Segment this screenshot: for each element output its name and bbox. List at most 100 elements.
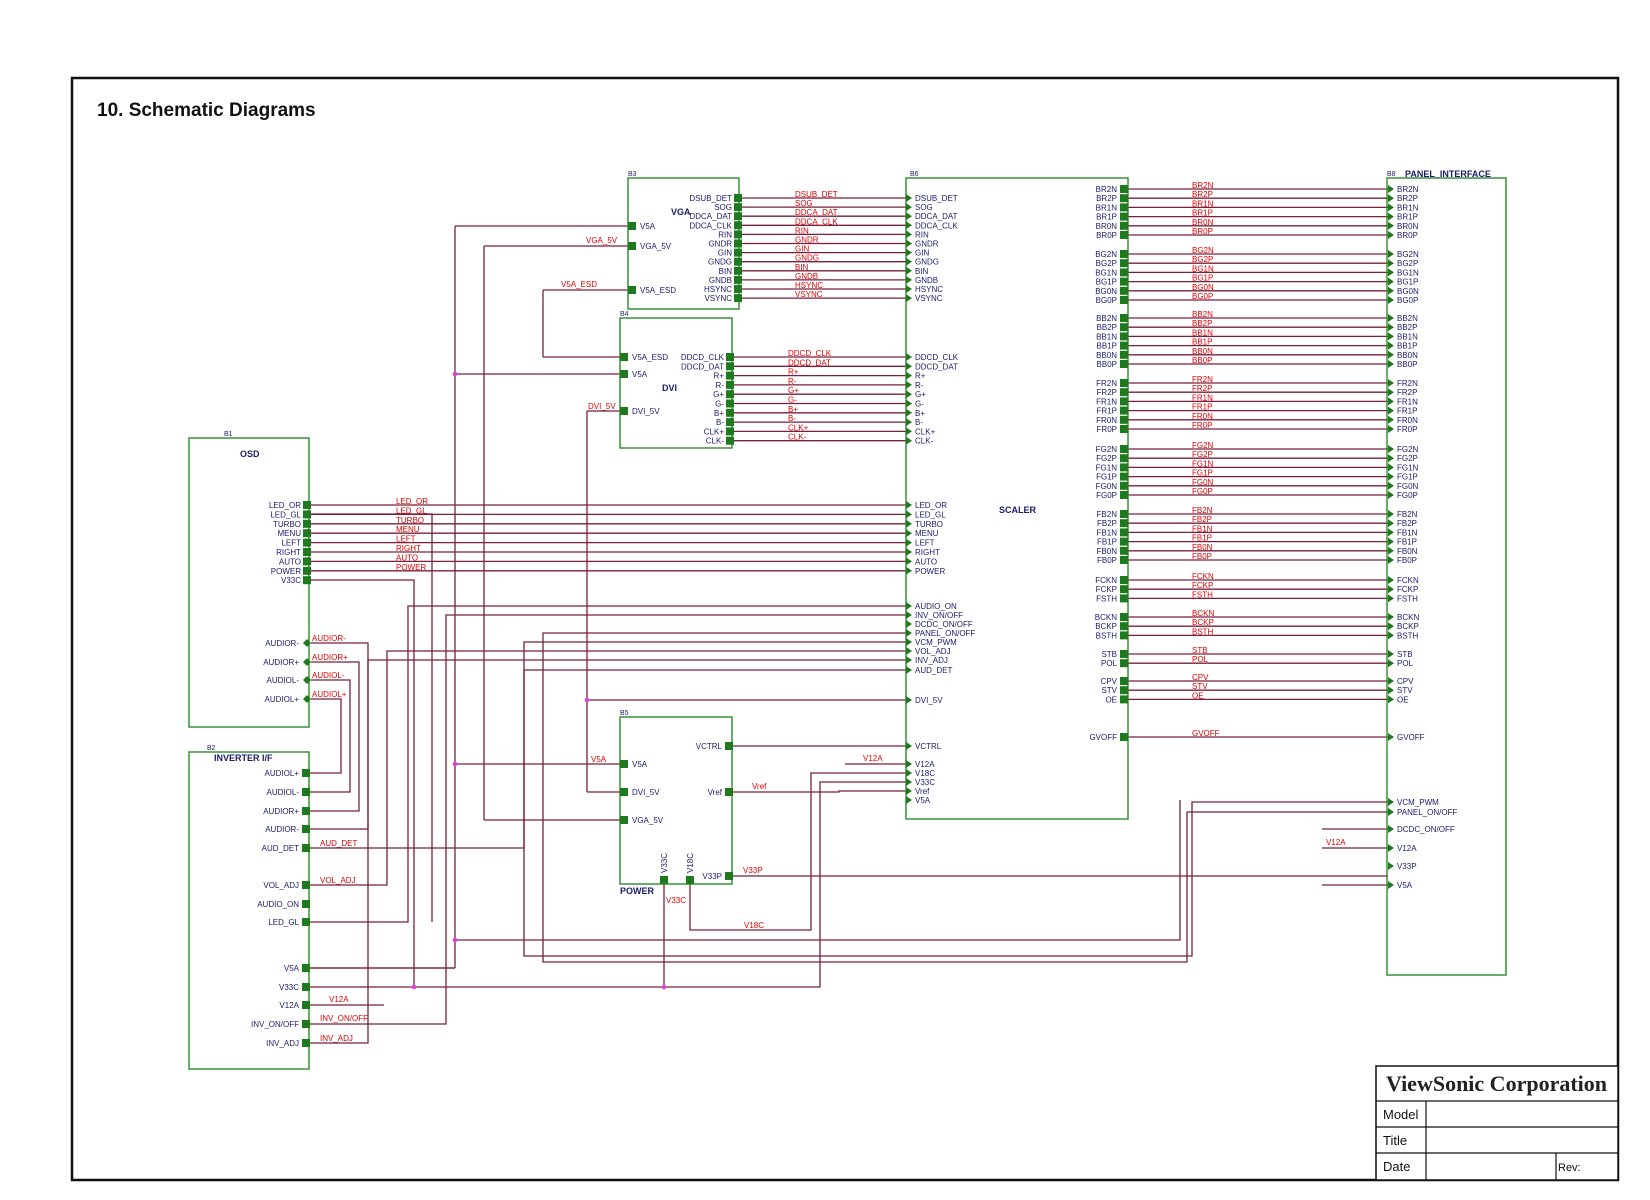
scaler-bus-pin-label: BG2N	[1095, 250, 1117, 259]
scaler-pin-label: GNDG	[915, 258, 939, 267]
scaler-bus-pin-label: BB1P	[1097, 342, 1117, 351]
scaler-pin	[906, 275, 912, 284]
net-label: DVI_5V	[588, 402, 616, 411]
net-label: BR1P	[1192, 209, 1213, 218]
net-label: BR0P	[1192, 227, 1213, 236]
net-label: FG2P	[1192, 450, 1213, 459]
panel-pin-label: FR2N	[1397, 379, 1418, 388]
panel-pin-label: FB2N	[1397, 510, 1418, 519]
net-label: FG1N	[1192, 459, 1214, 468]
block-vga[interactable]: B3 VGA DSUB_DETSOGDDCA_DATDDCA_CLKRINGND…	[627, 171, 742, 310]
scaler-bus-pin-label: OE	[1105, 695, 1117, 704]
scaler-pin-label: R+	[915, 372, 926, 381]
wire	[310, 679, 351, 793]
scaler-pin-label: DSUB_DET	[915, 194, 958, 203]
dvi-pin	[726, 390, 734, 399]
scaler-pin	[906, 796, 912, 804]
scaler-bus-pin-label: FR0N	[1096, 416, 1117, 425]
scaler-bus-pin	[1120, 185, 1128, 193]
panel-pin-label: BR1P	[1397, 213, 1418, 222]
net-label: V5A_ESD	[561, 280, 597, 289]
scaler-pin-label: AUTO	[915, 557, 937, 566]
panel-pin	[1388, 481, 1394, 490]
scaler-bus-pin-label: BR2P	[1096, 194, 1117, 203]
scaler-pin-label: LEFT	[915, 539, 935, 548]
junction-dot	[452, 937, 458, 943]
power-right-pin	[725, 872, 733, 880]
scaler-bus-pin	[1120, 454, 1128, 463]
panel-pin	[1388, 212, 1394, 221]
vga-pin	[734, 230, 742, 239]
dvi-pin-label: R-	[716, 381, 725, 390]
panel-pin-label: BR2P	[1397, 194, 1418, 203]
scaler-pin	[906, 501, 912, 509]
panel-pin-label: FG2N	[1397, 445, 1419, 454]
panel-lower-pin	[1388, 862, 1394, 870]
panel-lower-pin	[1388, 844, 1394, 852]
scaler-pin	[906, 760, 912, 768]
inverter-name: INVERTER I/F	[214, 753, 273, 763]
net-label: V18C	[744, 921, 764, 930]
scaler-pin	[906, 557, 912, 566]
block-panel-interface[interactable]: B8 PANEL_INTERFACE BR2NBR2PBR1NBR1PBR0NB…	[1386, 169, 1507, 976]
panel-pins: BR2NBR2PBR1NBR1PBR0NBR0PBG2NBG2PBG1NBG1P…	[1388, 185, 1457, 890]
inverter-pin	[302, 900, 310, 908]
sheet-frame	[70, 76, 1620, 1182]
net-label: GVOFF	[1192, 729, 1220, 738]
scaler-bus-pin	[1120, 259, 1128, 268]
block-scaler[interactable]: B6 SCALER DSUB_DETSOGDDCA_DATDDCA_CLKRIN…	[905, 171, 1129, 820]
net-label: Vref	[752, 782, 767, 791]
scaler-pin	[906, 266, 912, 275]
scaler-pin	[906, 362, 912, 371]
net-label: AUDIOR-	[312, 634, 346, 643]
date-label: Date	[1383, 1159, 1410, 1174]
scaler-bus-pin	[1120, 388, 1128, 397]
net-label: BR2P	[1192, 190, 1213, 199]
net-label: RIN	[795, 226, 809, 235]
scaler-bus-pin	[1120, 677, 1128, 685]
scaler-bus-pin	[1120, 695, 1128, 704]
net-label: LED_GL	[396, 506, 427, 515]
panel-pin-label: FCKP	[1397, 585, 1418, 594]
block-dvi[interactable]: B4 DVI DDCD_CLKDDCD_DATR+R-G+G-B+B-CLK+C…	[619, 311, 734, 449]
osd-audio-pin-label: AUDIOR+	[263, 658, 299, 667]
inverter-pin	[302, 881, 310, 889]
scaler-pin	[906, 510, 912, 519]
dvi-pin-label: G+	[713, 390, 724, 399]
scaler-pin-label: GNDB	[915, 276, 938, 285]
dvi-pin-label: CLK-	[706, 437, 725, 446]
scaler-bus-pin-label: BB0N	[1096, 351, 1117, 360]
osd-pin-label: TURBO	[273, 520, 301, 529]
block-power[interactable]: B5 POWER V5ADVI_5VVGA_5VVCTRLVrefV33PV33…	[619, 710, 733, 896]
title-label: Title	[1383, 1133, 1407, 1148]
inverter-block-outline	[188, 751, 310, 1070]
panel-pin	[1388, 360, 1394, 368]
inverter-pin	[302, 769, 310, 777]
net-label: FB1P	[1192, 534, 1212, 543]
scaler-pin	[906, 248, 912, 257]
scaler-bus-pin-label: BG0N	[1095, 287, 1117, 296]
dvi-pin	[726, 427, 734, 436]
scaler-bus-pin-label: CPV	[1101, 677, 1118, 686]
block-osd[interactable]: B1 OSD LED_ORLED_GLTURBOMENULEFTRIGHTAUT…	[188, 431, 311, 728]
inverter-pin-label: VOL_ADJ	[263, 881, 299, 890]
wire	[311, 513, 433, 922]
osd-pin-label: MENU	[277, 529, 301, 538]
scaler-bus-pin	[1120, 733, 1128, 741]
scaler-bus-pin-label: BB2N	[1096, 314, 1117, 323]
block-inverter[interactable]: B2 INVERTER I/F AUDIOL+AUDIOL-AUDIOR+AUD…	[188, 745, 310, 1070]
power-left-pin-label: DVI_5V	[632, 788, 660, 797]
panel-pin-label: FG0P	[1397, 491, 1418, 500]
net-label: FSTH	[1192, 590, 1213, 599]
scaler-bus-pin	[1120, 406, 1128, 415]
panel-pin-label: FR1N	[1397, 397, 1418, 406]
scaler-pin	[906, 566, 912, 575]
panel-pin	[1388, 537, 1394, 546]
scaler-pin-label: V12A	[915, 760, 935, 769]
osd-ref: B1	[224, 431, 233, 438]
net-label: FG1P	[1192, 469, 1213, 478]
panel-pin-label: BSTH	[1397, 631, 1419, 640]
panel-pin	[1388, 733, 1394, 741]
vga-pin-label: VSYNC	[704, 294, 732, 303]
vga-pin	[734, 203, 742, 212]
